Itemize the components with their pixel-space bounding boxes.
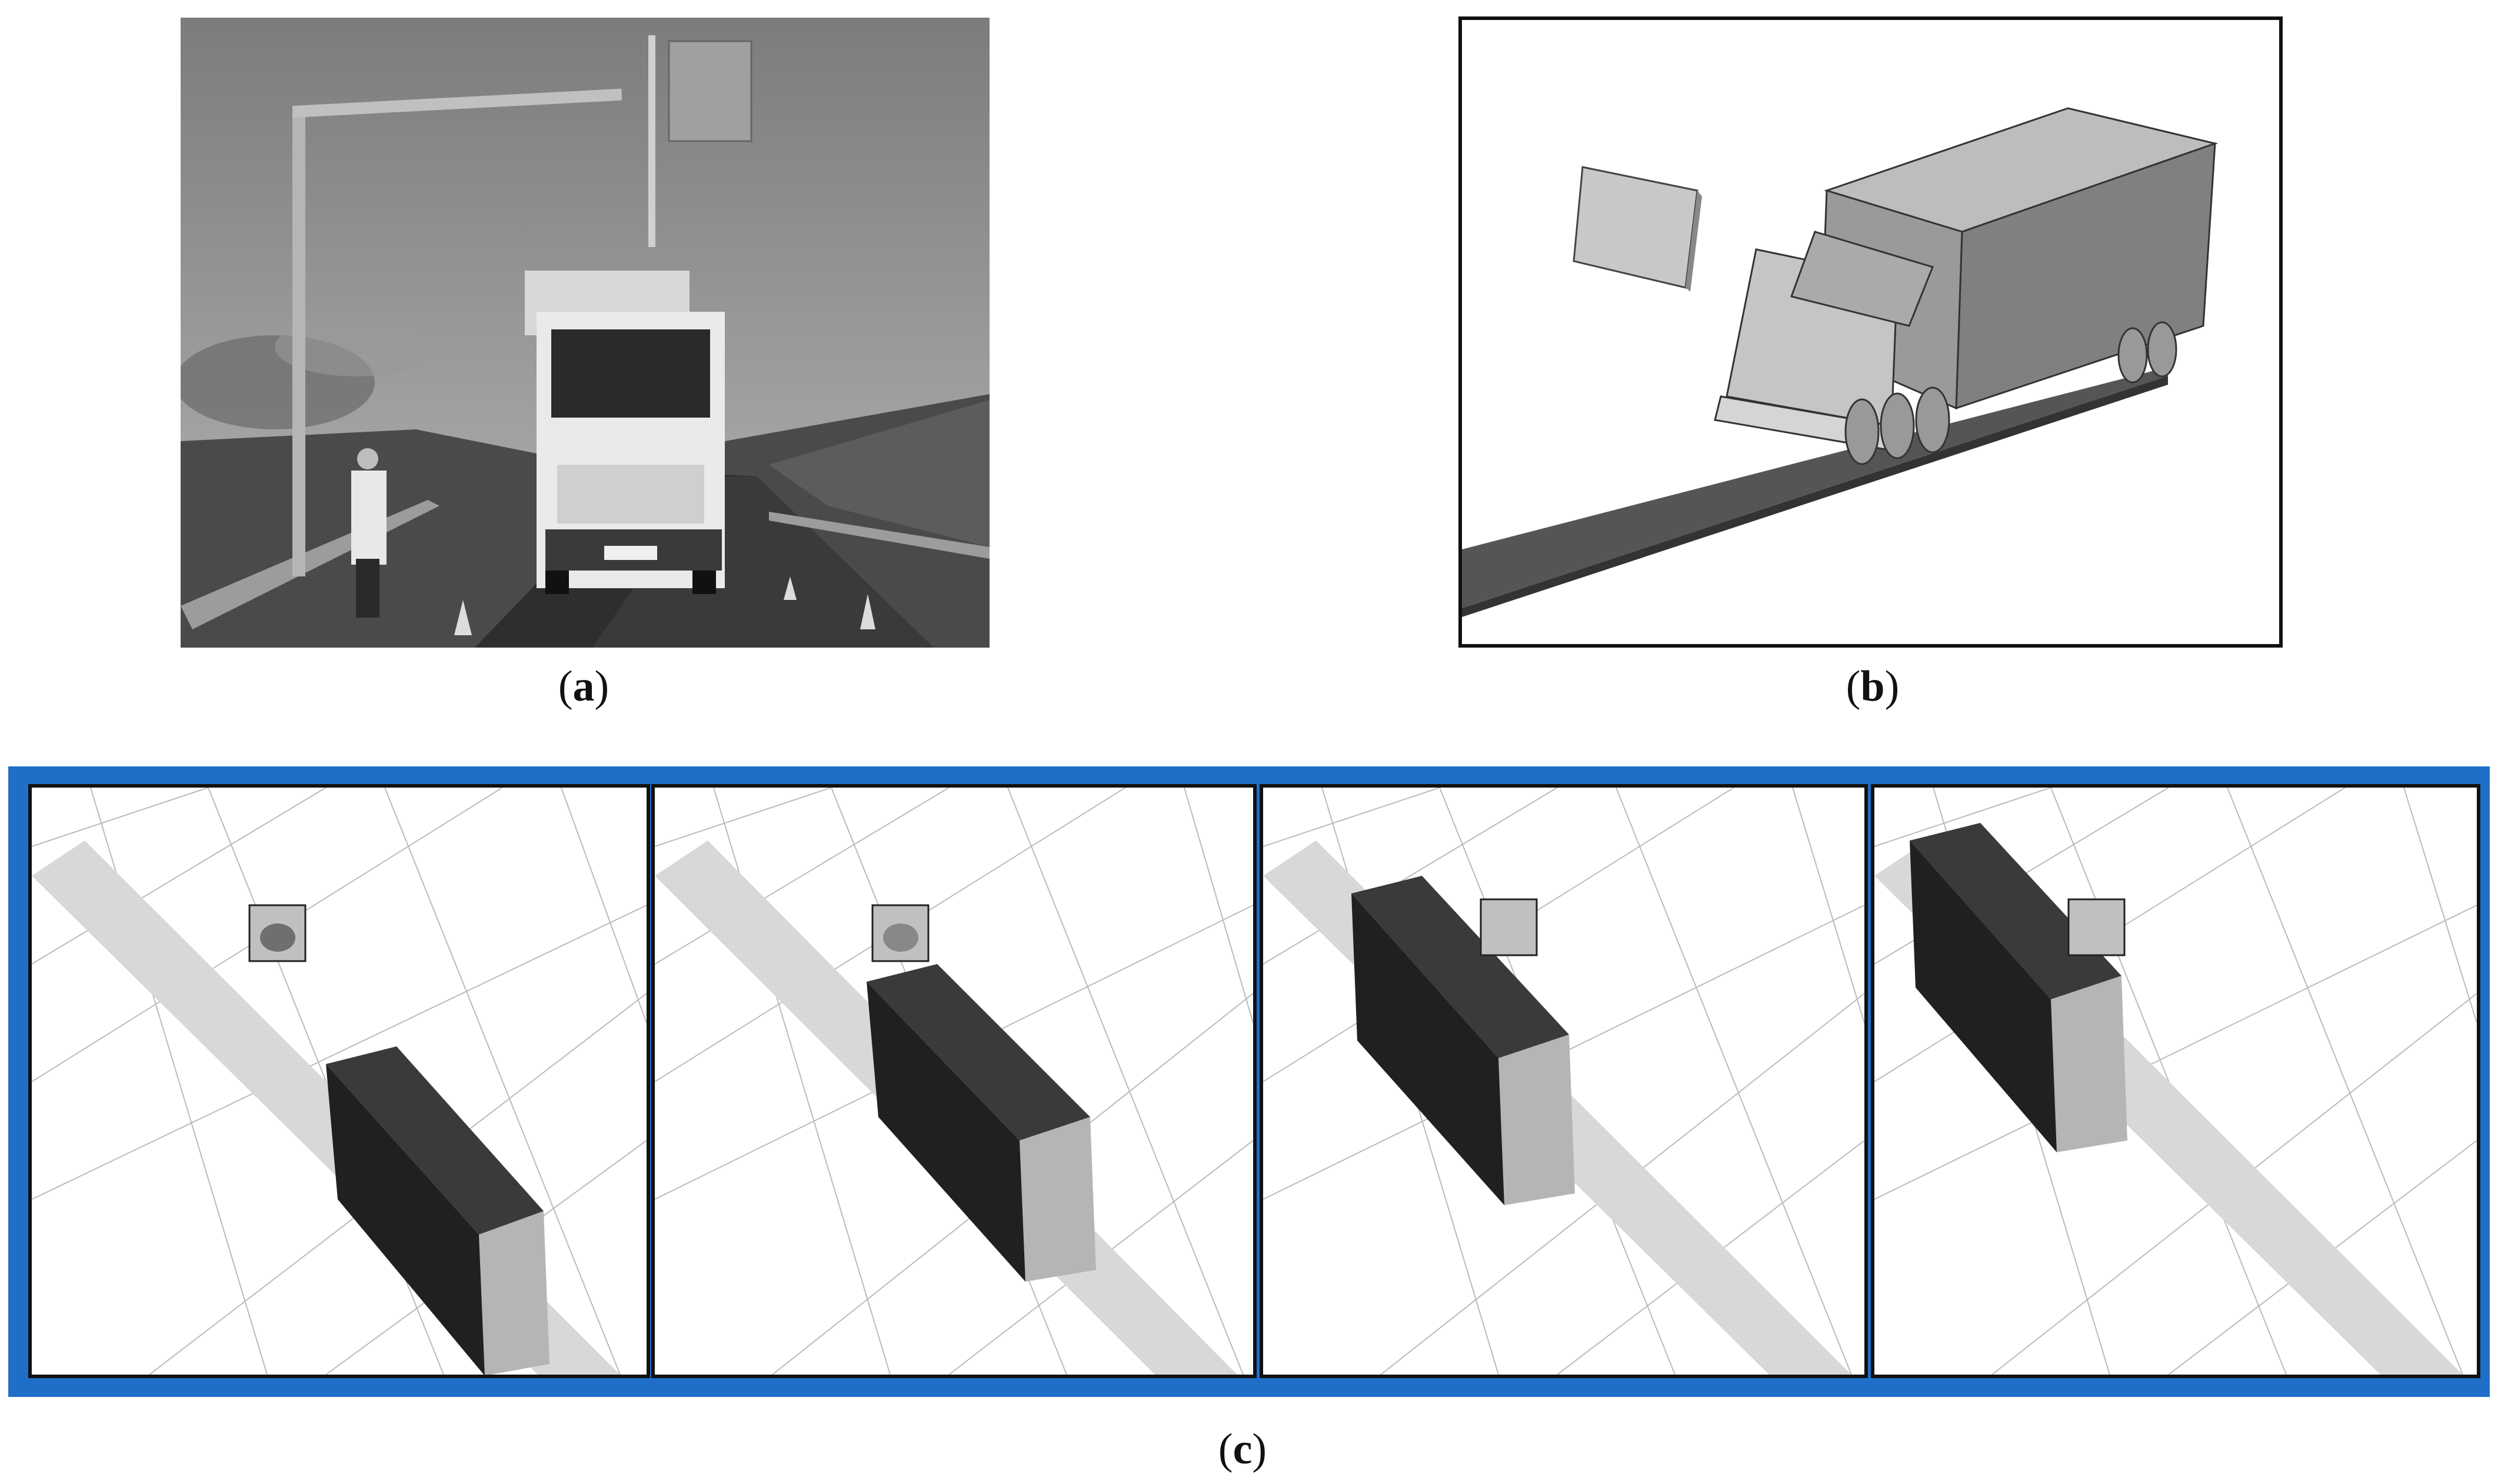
simulation-frame-2 bbox=[651, 784, 1257, 1378]
caption-a: (a) bbox=[558, 662, 609, 711]
truck-photo bbox=[181, 18, 990, 648]
caption-c: (c) bbox=[1218, 1425, 1267, 1473]
truck-model bbox=[1462, 107, 2219, 617]
simulation-frame-1 bbox=[28, 784, 650, 1378]
simulation-frame-strip bbox=[8, 766, 2490, 1397]
simulation-frame-4 bbox=[1871, 784, 2480, 1378]
model-panel-b bbox=[1458, 16, 2283, 648]
caption-b: (b) bbox=[1846, 662, 1900, 711]
photo-panel-a bbox=[181, 18, 990, 648]
simulation-frame-3 bbox=[1260, 784, 1868, 1378]
